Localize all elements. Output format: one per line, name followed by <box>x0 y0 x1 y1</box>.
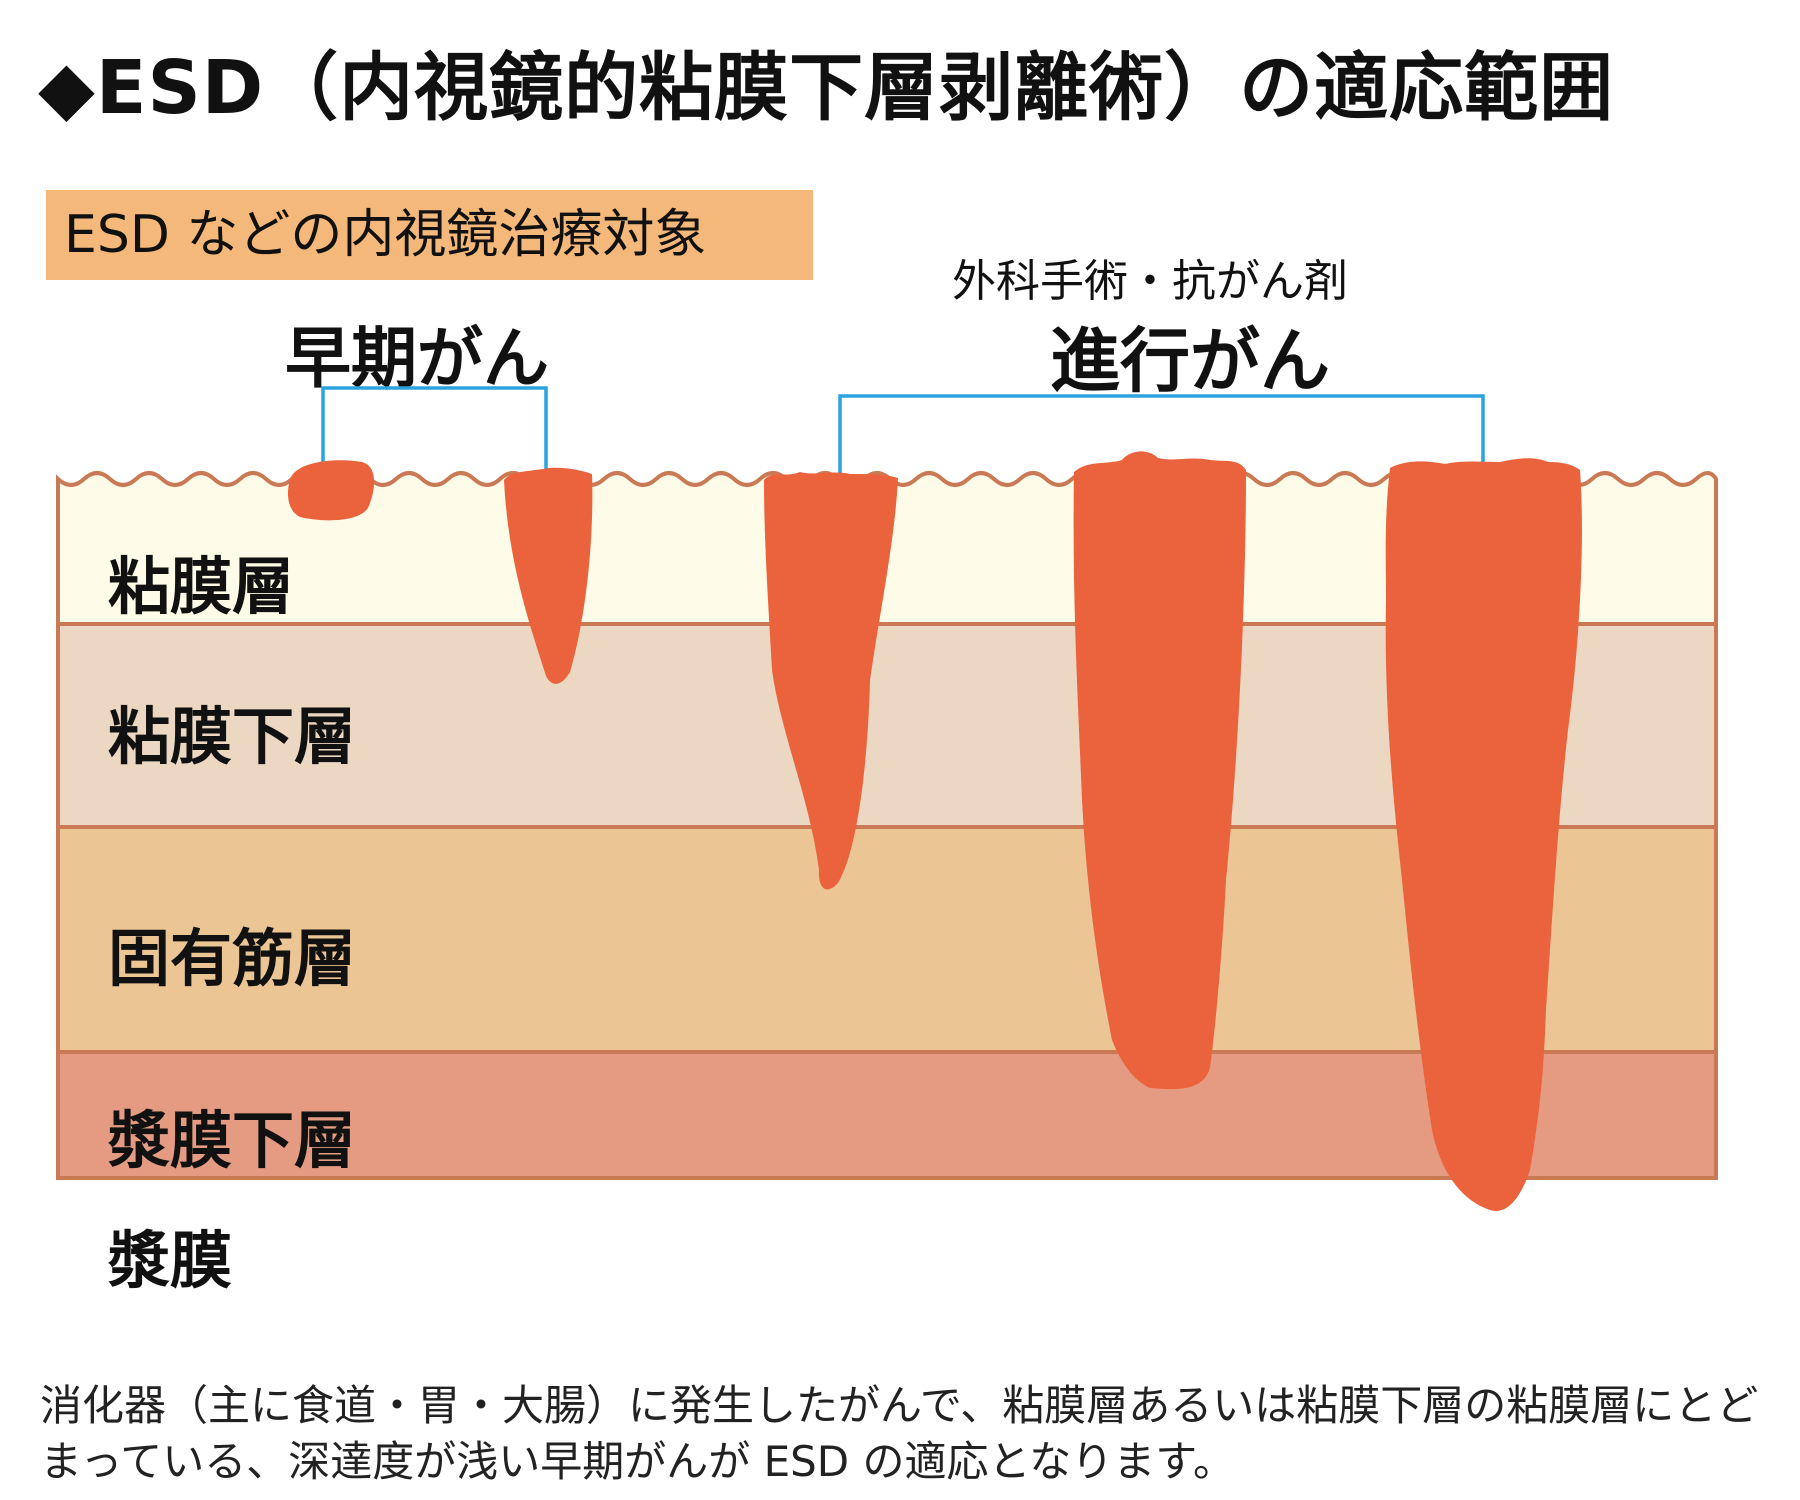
tumor-early-mucosal <box>287 460 375 521</box>
early-cancer-bracket <box>321 386 548 470</box>
treatment-label: 外科手術・抗がん剤 <box>952 256 1348 307</box>
esd-target-label: ESD などの内視鏡治療対象 <box>46 190 813 280</box>
caption: 消化器（主に食道・胃・大腸）に発生したがんで、粘膜層あるいは粘膜下層の粘膜層にと… <box>40 1381 1759 1486</box>
layer-label-submucosa: 粘膜下層 <box>108 700 357 773</box>
tissue-diagram <box>56 386 1718 1211</box>
tumor-advanced-serosal <box>1385 458 1582 1211</box>
advanced-cancer-bracket <box>838 394 1485 477</box>
early-cancer-label: 早期がん <box>285 320 549 397</box>
advanced-cancer-label: 進行がん <box>1050 320 1330 402</box>
layer-label-mucosa: 粘膜層 <box>108 550 295 623</box>
tumor-advanced-submucosal <box>764 472 898 890</box>
layer-label-muscularis: 固有筋層 <box>108 922 357 995</box>
page-title: ◆ESD（内視鏡的粘膜下層剥離術）の適応範囲 <box>38 45 1615 131</box>
tumor-early-submucosal <box>504 467 593 684</box>
tumor-advanced-muscular <box>1073 451 1246 1090</box>
layer-label-subserosa: 漿膜下層 <box>108 1104 357 1177</box>
layer-label-serosa: 漿膜 <box>108 1224 233 1297</box>
